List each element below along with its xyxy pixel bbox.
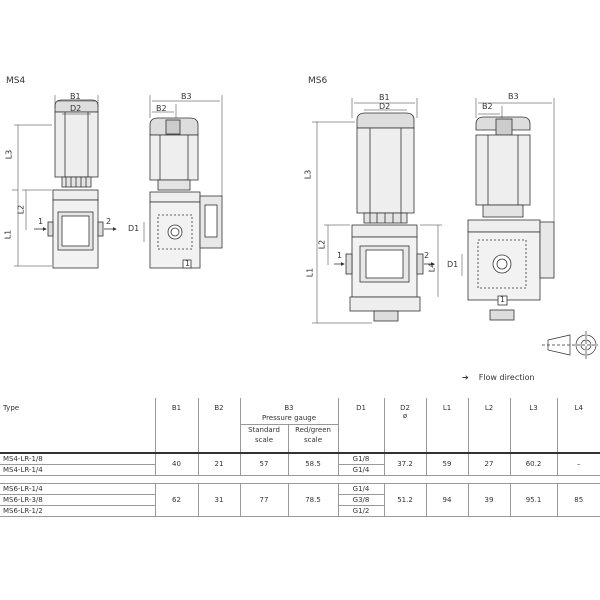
dim-label: D1 bbox=[128, 224, 140, 233]
dim-label: D2 bbox=[379, 102, 391, 111]
drawings-svg bbox=[12, 95, 598, 359]
type-cell: MS6-LR-1/4 bbox=[3, 484, 43, 493]
l2-cell: 39 bbox=[467, 483, 510, 516]
l4-cell: 85 bbox=[556, 483, 600, 516]
col-header-d1: D1 bbox=[337, 398, 384, 452]
dim-label: B2 bbox=[482, 102, 493, 111]
type-cell: MS4-LR-1/4 bbox=[3, 465, 43, 474]
dim-label: D2 bbox=[70, 104, 82, 113]
col-header-l4: L4 bbox=[556, 398, 600, 452]
type-cell: MS6-LR-3/8 bbox=[3, 495, 43, 504]
col-header-b2: B2 bbox=[197, 398, 240, 452]
b3-standard-cell: 77 bbox=[239, 483, 288, 516]
flow-direction-legend: ➔ Flow direction bbox=[462, 373, 535, 382]
b1-cell: 62 bbox=[154, 483, 198, 516]
dimensions-table: Type B1 B2 B3 D1 D2 ø L1 L2 L3 L4 Pressu… bbox=[0, 398, 600, 517]
series-label-ms4: MS4 bbox=[6, 76, 26, 86]
l1-cell: 94 bbox=[425, 483, 468, 516]
col-header-b3: B3 bbox=[239, 398, 338, 412]
ms4-side-view bbox=[143, 95, 223, 269]
ms6-front-view bbox=[312, 98, 442, 324]
l4-cell: – bbox=[556, 453, 600, 475]
col-header-standard-scale: Standard scale bbox=[239, 424, 288, 452]
dim-label: B2 bbox=[156, 104, 167, 113]
series-label-ms6: MS6 bbox=[308, 76, 328, 86]
b1-cell: 40 bbox=[154, 453, 198, 475]
diameter-symbol: ø bbox=[402, 412, 408, 420]
port-label: 1 bbox=[337, 251, 343, 260]
d2-label: D2 bbox=[400, 404, 410, 412]
type-cell: MS6-LR-1/2 bbox=[3, 506, 43, 515]
port-mark: 1 bbox=[500, 295, 506, 304]
flow-direction-label: Flow direction bbox=[478, 373, 535, 382]
d2-cell: 37.2 bbox=[383, 453, 426, 475]
d2-cell: 51.2 bbox=[383, 483, 426, 516]
col-header-redgreen-scale: Red/green scale bbox=[287, 424, 338, 452]
l1-cell: 59 bbox=[425, 453, 468, 475]
port-label: 1 bbox=[38, 217, 44, 226]
d1-cell: G1/4 bbox=[337, 483, 384, 494]
b3-redgreen-cell: 78.5 bbox=[287, 483, 338, 516]
d1-cell: G1/2 bbox=[337, 505, 384, 516]
col-header-type: Type bbox=[3, 404, 20, 412]
col-header-b1: B1 bbox=[154, 398, 198, 452]
b2-cell: 21 bbox=[197, 453, 240, 475]
col-subheader-pressure-gauge: Pressure gauge bbox=[239, 412, 338, 425]
col-header-l2: L2 bbox=[467, 398, 510, 452]
table-row: MS4-LR-1/8 40 21 57 58.5 G1/8 37.2 59 27… bbox=[0, 453, 600, 475]
port-label: 2 bbox=[424, 251, 430, 260]
ms6-side-view bbox=[461, 98, 555, 321]
dim-label: L1 bbox=[305, 267, 315, 278]
d1-cell: G1/4 bbox=[337, 464, 384, 475]
dim-label: L3 bbox=[4, 149, 14, 160]
d1-cell: G3/8 bbox=[337, 494, 384, 505]
l2-cell: 27 bbox=[467, 453, 510, 475]
col-header-l1: L1 bbox=[425, 398, 468, 452]
projection-symbol-icon bbox=[542, 331, 598, 359]
technical-drawings: MS4 MS6 B1 D2 L3 L2 L1 1 2 B3 B2 D1 1 B1… bbox=[3, 76, 598, 382]
d1-cell: G1/8 bbox=[337, 453, 384, 464]
b3-redgreen-cell: 58.5 bbox=[287, 453, 338, 475]
dim-label: L3 bbox=[303, 169, 313, 180]
dim-label: B1 bbox=[70, 92, 81, 101]
b2-cell: 31 bbox=[197, 483, 240, 516]
ms4-front-view bbox=[12, 95, 117, 269]
l3-cell: 60.2 bbox=[509, 453, 557, 475]
col-header-l3: L3 bbox=[509, 398, 557, 452]
l3-cell: 95.1 bbox=[509, 483, 557, 516]
dim-label: B1 bbox=[379, 93, 390, 102]
dim-label: L1 bbox=[3, 229, 13, 240]
port-mark: 1 bbox=[185, 259, 191, 268]
type-cell: MS4-LR-1/8 bbox=[3, 454, 43, 463]
dim-label: B3 bbox=[508, 92, 519, 101]
dim-label: B3 bbox=[181, 92, 192, 101]
dim-label: D1 bbox=[447, 260, 459, 269]
table-row: MS6-LR-1/4 62 31 77 78.5 G1/4 51.2 94 39… bbox=[0, 483, 600, 516]
dim-label: L2 bbox=[317, 239, 327, 250]
col-header-d2: D2 ø bbox=[383, 398, 426, 452]
b3-standard-cell: 57 bbox=[239, 453, 288, 475]
flow-arrow-icon: ➔ bbox=[462, 373, 469, 382]
port-label: 2 bbox=[106, 217, 112, 226]
dim-label: L4 bbox=[427, 262, 437, 273]
dim-label: L2 bbox=[16, 204, 26, 215]
